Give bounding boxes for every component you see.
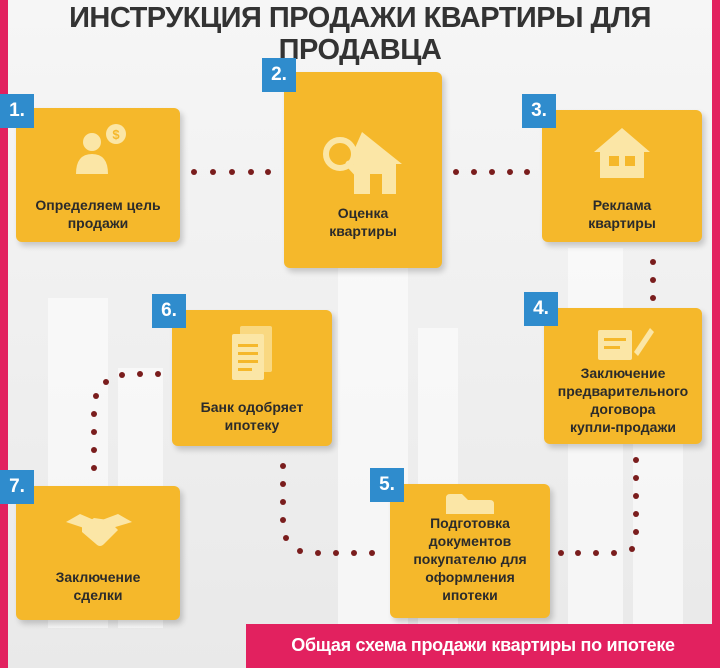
connector-dot bbox=[369, 550, 375, 556]
connector-dot bbox=[575, 550, 581, 556]
connector-dot bbox=[265, 169, 271, 175]
svg-text:$: $ bbox=[112, 127, 120, 142]
connector-dot bbox=[489, 169, 495, 175]
connector-dot bbox=[471, 169, 477, 175]
connector-dot bbox=[155, 371, 161, 377]
connector-dot bbox=[280, 499, 286, 505]
step-label-3: Реклама квартиры bbox=[588, 197, 656, 231]
connector-dot bbox=[558, 550, 564, 556]
footer-banner: Общая схема продажи квартиры по ипотеке bbox=[246, 624, 720, 668]
connector-dot bbox=[633, 457, 639, 463]
connector-dot bbox=[650, 259, 656, 265]
connector-dot bbox=[633, 493, 639, 499]
connector-dot bbox=[280, 481, 286, 487]
step-label-1: Определяем цель продажи bbox=[35, 197, 161, 231]
step-label-5: Подготовка документов покупателю для офо… bbox=[413, 515, 527, 603]
connector-dot bbox=[633, 475, 639, 481]
target-person-icon: $ bbox=[76, 124, 126, 174]
connector-dot bbox=[280, 463, 286, 469]
connector-dot bbox=[119, 372, 125, 378]
connector-dot bbox=[297, 548, 303, 554]
connector-dot bbox=[507, 169, 513, 175]
connector-dot bbox=[248, 169, 254, 175]
connector-dot bbox=[91, 429, 97, 435]
connector-dot bbox=[351, 550, 357, 556]
connector-dot bbox=[650, 295, 656, 301]
connector-dot bbox=[229, 169, 235, 175]
connector-dot bbox=[611, 550, 617, 556]
connector-dot bbox=[633, 529, 639, 535]
step-number-3: 3. bbox=[522, 94, 556, 128]
page-title-line-2: ПРОДАВЦА bbox=[278, 34, 442, 66]
step-card-3: Реклама квартиры bbox=[542, 110, 702, 242]
connector-dot bbox=[629, 546, 635, 552]
connector-dot bbox=[280, 517, 286, 523]
step-card-2: Оценка квартиры bbox=[284, 72, 442, 268]
connector-dot bbox=[333, 550, 339, 556]
step-card-7: Заключение сделки bbox=[16, 486, 180, 620]
folder-icon bbox=[446, 494, 494, 514]
step-label-4: Заключение предварительного договора куп… bbox=[557, 365, 689, 435]
connector-dot bbox=[137, 371, 143, 377]
handshake-icon bbox=[66, 514, 132, 546]
connector-dot bbox=[93, 393, 99, 399]
contract-signing-icon bbox=[598, 328, 654, 360]
step-number-2: 2. bbox=[262, 58, 296, 92]
step-card-6: Банк одобряет ипотеку bbox=[172, 310, 332, 446]
connector-dot bbox=[453, 169, 459, 175]
connector-dot bbox=[650, 277, 656, 283]
step-number-7: 7. bbox=[0, 470, 34, 504]
footer-caption: Общая схема продажи квартиры по ипотеке bbox=[291, 635, 675, 655]
step-card-5: Подготовка документов покупателю для офо… bbox=[390, 484, 550, 618]
connector-dot bbox=[103, 379, 109, 385]
connector-dot bbox=[91, 465, 97, 471]
step-card-1: $ Определяем цель продажи bbox=[16, 108, 180, 242]
connector-dot bbox=[633, 511, 639, 517]
connector-dot bbox=[191, 169, 197, 175]
connector-dot bbox=[91, 447, 97, 453]
connector-dot bbox=[593, 550, 599, 556]
step-number-1: 1. bbox=[0, 94, 34, 128]
connector-dot bbox=[524, 169, 530, 175]
connector-dot bbox=[315, 550, 321, 556]
step-card-4: Заключение предварительного договора куп… bbox=[544, 308, 702, 444]
step-label-6: Банк одобряет ипотеку bbox=[200, 399, 304, 433]
house-magnifier-icon bbox=[323, 132, 402, 194]
connector-dot bbox=[283, 535, 289, 541]
step-label-2: Оценка квартиры bbox=[329, 205, 397, 239]
step-number-6: 6. bbox=[152, 294, 186, 328]
connector-dot bbox=[210, 169, 216, 175]
step-number-5: 5. bbox=[370, 468, 404, 502]
house-icon bbox=[594, 128, 650, 178]
document-icon bbox=[232, 326, 272, 380]
step-label-7: Заключение сделки bbox=[55, 569, 141, 603]
page-title-line-1: ИНСТРУКЦИЯ ПРОДАЖИ КВАРТИРЫ ДЛЯ bbox=[69, 2, 651, 34]
step-number-4: 4. bbox=[524, 292, 558, 326]
connector-dot bbox=[91, 411, 97, 417]
